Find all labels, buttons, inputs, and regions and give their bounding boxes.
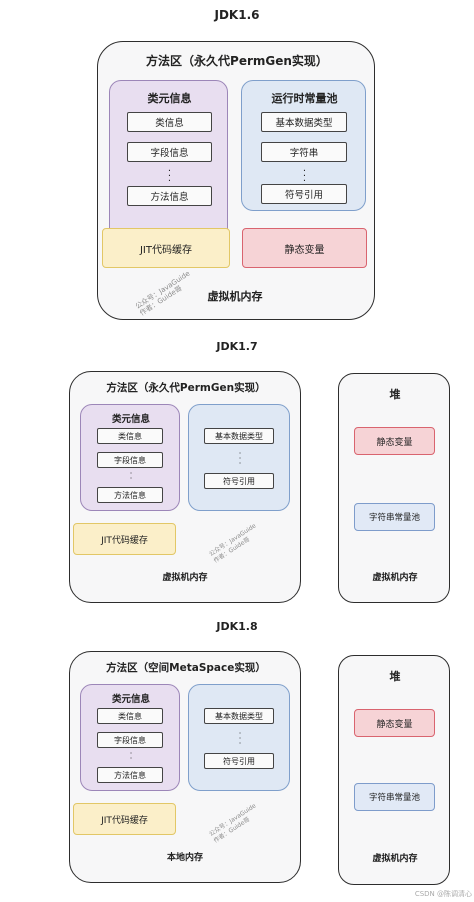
jdk17-class-meta-box: 类元信息 类信息 字段信息 ·· 方法信息 bbox=[80, 404, 180, 511]
jdk16-runtime-pool-title: 运行时常量池 bbox=[271, 92, 338, 105]
jdk17-primitive-types: 基本数据类型 bbox=[204, 428, 274, 444]
jdk16-title: JDK1.6 bbox=[214, 8, 260, 22]
jdk18-symbol-ref: 符号引用 bbox=[204, 753, 274, 769]
jdk17-watermark: 公众号：JavaGuide 作者：Guide哥 bbox=[208, 522, 262, 565]
jdk16-watermark: 公众号：JavaGuide 作者：Guide哥 bbox=[134, 270, 196, 318]
jdk17-class-meta-ellipsis: ·· bbox=[129, 469, 133, 483]
jdk18-jit-cache: JIT代码缓存 bbox=[73, 803, 176, 835]
jdk18-memory-label: 本地内存 bbox=[166, 853, 203, 863]
jdk18-title: JDK1.8 bbox=[216, 620, 258, 633]
jdk17-method-info: 方法信息 bbox=[97, 487, 163, 503]
jdk17-symbol-ref: 符号引用 bbox=[204, 473, 274, 489]
jdk17-class-meta-title: 类元信息 bbox=[111, 414, 150, 425]
jdk18-heap-title: 堆 bbox=[389, 670, 401, 683]
jdk18-class-meta-title: 类元信息 bbox=[111, 694, 150, 705]
jdk16-primitive-types: 基本数据类型 bbox=[261, 112, 347, 132]
jdk16-class-info: 类信息 bbox=[127, 112, 212, 132]
jdk18-runtime-pool-box: 基本数据类型 ··· 符号引用 bbox=[188, 684, 290, 791]
jdk17-heap-string-pool: 字符串常量池 bbox=[354, 503, 435, 531]
jdk17-heap-static-vars: 静态变量 bbox=[354, 427, 435, 455]
jdk18-heap-string-pool: 字符串常量池 bbox=[354, 783, 435, 811]
jdk17-heap-memory-label: 虚拟机内存 bbox=[372, 573, 418, 583]
jdk16-memory-label: 虚拟机内存 bbox=[207, 290, 263, 303]
jdk16-jit-cache: JIT代码缓存 bbox=[102, 228, 230, 268]
jdk18-heap-memory-label: 虚拟机内存 bbox=[372, 854, 418, 864]
jdk16-method-area-title: 方法区（永久代PermGen实现） bbox=[146, 54, 328, 68]
jdk17-runtime-pool-box: 基本数据类型 ··· 符号引用 bbox=[188, 404, 290, 511]
jdk17-title: JDK1.7 bbox=[216, 340, 258, 353]
jdk17-class-info: 类信息 bbox=[97, 428, 163, 444]
jdk16-class-meta-title: 类元信息 bbox=[147, 92, 192, 105]
jdk16-runtime-pool-box: 运行时常量池 基本数据类型 字符串 ··· 符号引用 bbox=[241, 80, 366, 211]
jdk16-method-area: 方法区（永久代PermGen实现） 类元信息 类信息 字段信息 ··· 方法信息… bbox=[97, 41, 375, 320]
jdk17-memory-label: 虚拟机内存 bbox=[162, 573, 208, 583]
jdk17-jit-cache: JIT代码缓存 bbox=[73, 523, 176, 555]
jdk16-field-info: 字段信息 bbox=[127, 142, 212, 162]
jdk18-field-info: 字段信息 bbox=[97, 732, 163, 748]
jdk18-class-meta-box: 类元信息 类信息 字段信息 ·· 方法信息 bbox=[80, 684, 180, 791]
jdk17-heap: 堆 静态变量 字符串常量池 虚拟机内存 bbox=[338, 373, 450, 603]
footer-watermark: CSDN @陈调清心 bbox=[414, 890, 472, 898]
jdk18-method-area: 方法区（空间MetaSpace实现） 类元信息 类信息 字段信息 ·· 方法信息… bbox=[69, 651, 301, 883]
jdk18-runtime-pool-ellipsis: ··· bbox=[238, 729, 242, 748]
jdk16-static-vars: 静态变量 bbox=[242, 228, 367, 268]
jdk16-method-info: 方法信息 bbox=[127, 186, 212, 206]
jdk18-method-area-title: 方法区（空间MetaSpace实现） bbox=[106, 662, 266, 674]
jdk18-primitive-types: 基本数据类型 bbox=[204, 708, 274, 724]
jdk17-field-info: 字段信息 bbox=[97, 452, 163, 468]
jdk16-string: 字符串 bbox=[261, 142, 347, 162]
jdk18-method-info: 方法信息 bbox=[97, 767, 163, 783]
jdk16-class-meta-ellipsis: ··· bbox=[167, 166, 172, 187]
jdk16-class-meta-box: 类元信息 类信息 字段信息 ··· 方法信息 bbox=[109, 80, 228, 253]
jdk18-class-info: 类信息 bbox=[97, 708, 163, 724]
jdk17-method-area-title: 方法区（永久代PermGen实现） bbox=[106, 382, 266, 394]
jdk17-heap-title: 堆 bbox=[389, 388, 401, 401]
jdk16-symbol-ref: 符号引用 bbox=[261, 184, 347, 204]
jdk16-runtime-pool-ellipsis: ··· bbox=[302, 166, 307, 187]
jdk17-runtime-pool-ellipsis: ··· bbox=[238, 449, 242, 468]
jdk17-method-area: 方法区（永久代PermGen实现） 类元信息 类信息 字段信息 ·· 方法信息 … bbox=[69, 371, 301, 603]
jdk18-heap-static-vars: 静态变量 bbox=[354, 709, 435, 737]
jdk18-class-meta-ellipsis: ·· bbox=[129, 749, 133, 763]
jdk18-heap: 堆 静态变量 字符串常量池 虚拟机内存 bbox=[338, 655, 450, 885]
jdk18-watermark: 公众号：JavaGuide 作者：Guide哥 bbox=[208, 802, 262, 845]
